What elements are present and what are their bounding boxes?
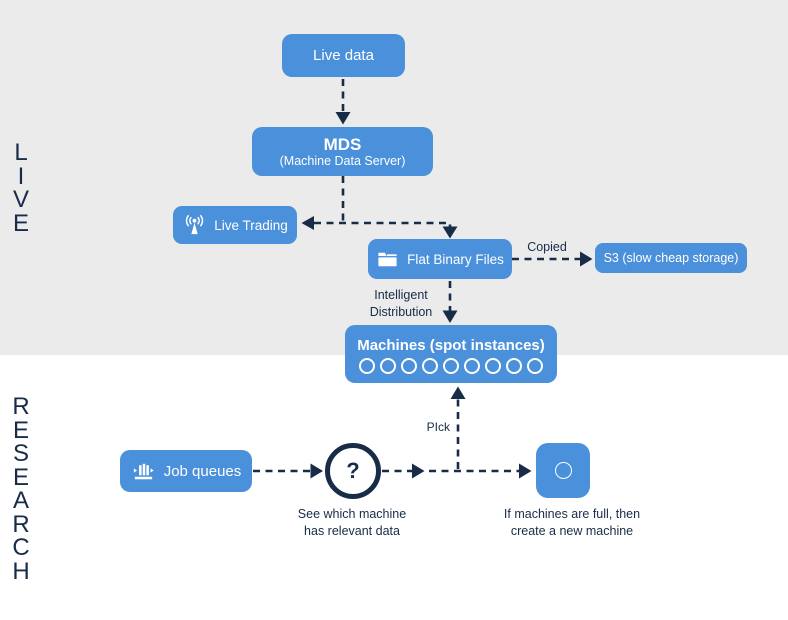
- node-live-data: Live data: [282, 34, 405, 77]
- section-letter: E: [12, 209, 29, 237]
- edge-label-copied: Copied: [527, 240, 567, 254]
- decision-circle: ?: [325, 443, 381, 499]
- node-live-trading: Live Trading: [173, 206, 297, 244]
- live-data-label: Live data: [313, 47, 374, 64]
- section-letter: L: [14, 139, 28, 166]
- section-letter: E: [12, 463, 29, 491]
- mds-title: MDS: [323, 134, 362, 154]
- machine-instance-circle: [527, 358, 543, 374]
- section-letter: A: [12, 487, 29, 514]
- arrowhead-into-flat-binary: [442, 226, 458, 239]
- distribution-label-line2: Distribution: [369, 304, 433, 319]
- decision-caption-line2: has relevant data: [304, 523, 400, 538]
- new-machine-caption: If machines are full, then create a new …: [482, 506, 662, 539]
- antenna-icon: [182, 213, 207, 238]
- new-machine-caption-line1: If machines are full, then: [503, 507, 641, 521]
- machine-instance-circle: [380, 358, 396, 374]
- machine-instance-circle: [443, 358, 459, 374]
- section-letter: R: [12, 510, 30, 538]
- machine-instance-circle: [464, 358, 480, 374]
- distribution-label-line1: Intelligent: [374, 288, 428, 302]
- folder-icon: [376, 248, 399, 271]
- machine-instance-circle: [485, 358, 501, 374]
- node-s3: S3 (slow cheap storage): [595, 243, 747, 273]
- edge-mds-branch: [314, 221, 452, 227]
- node-flat-binary-files: Flat Binary Files: [368, 239, 512, 279]
- section-letter: C: [12, 534, 30, 561]
- flat-binary-files-label: Flat Binary Files: [407, 251, 504, 267]
- mds-subtitle: (Machine Data Server): [279, 153, 406, 168]
- arrowhead-into-machines-bottom: [450, 386, 466, 399]
- arrowhead-into-mds: [335, 112, 351, 125]
- job-queues-label: Job queues: [163, 462, 242, 480]
- node-new-machine: [536, 443, 590, 498]
- section-letter: E: [12, 416, 29, 444]
- section-letter: S: [12, 440, 29, 467]
- arrowhead-into-s3: [580, 251, 593, 267]
- machine-instance-circle: [401, 358, 417, 374]
- s3-label: S3 (slow cheap storage): [603, 251, 739, 265]
- section-letter: V: [12, 186, 29, 213]
- section-letter: H: [12, 557, 30, 585]
- circle-icon: [554, 462, 572, 479]
- arrowhead-mid-research-flow: [412, 463, 425, 479]
- arrowhead-into-new-machine: [519, 463, 532, 479]
- arrowhead-into-decision: [310, 463, 323, 479]
- machine-instance-circle: [422, 358, 438, 374]
- edge-label-intelligent-distribution: Intelligent Distribution: [351, 287, 451, 320]
- section-letter: I: [17, 162, 25, 190]
- node-mds: MDS (Machine Data Server): [252, 127, 433, 176]
- node-machines: Machines (spot instances): [345, 325, 557, 383]
- edge-label-pick: PIck: [426, 420, 450, 434]
- decision-caption: See which machine has relevant data: [272, 506, 432, 539]
- machine-instance-circle: [506, 358, 522, 374]
- machine-instance-circle: [359, 358, 375, 374]
- question-mark: ?: [346, 458, 360, 483]
- machine-instances-row: [359, 358, 543, 374]
- arrowhead-into-machines-top: [442, 310, 458, 323]
- machines-label: Machines (spot instances): [357, 337, 545, 354]
- arrowhead-into-live-trading: [301, 216, 314, 230]
- decision-caption-line1: See which machine: [297, 507, 407, 521]
- queue-icon: [131, 459, 156, 484]
- live-trading-label: Live Trading: [214, 217, 288, 233]
- node-job-queues: Job queues: [120, 450, 252, 492]
- new-machine-caption-line2: create a new machine: [510, 523, 634, 538]
- section-letter: R: [12, 393, 30, 420]
